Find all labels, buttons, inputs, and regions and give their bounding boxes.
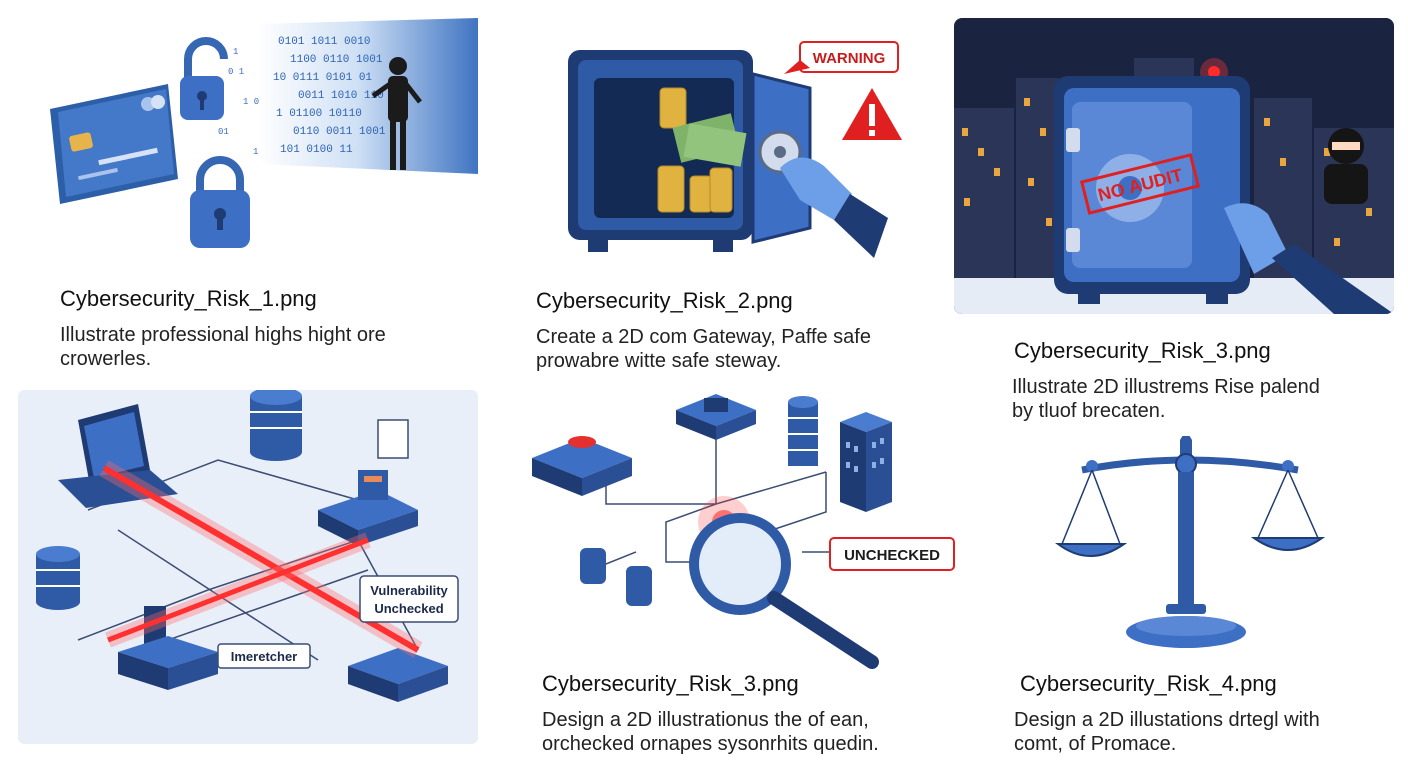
unchecked-label: UNCHECKED: [802, 537, 955, 571]
svg-text:0 1: 0 1: [228, 67, 244, 77]
card-3-description-line-1: Illustrate 2D illustrems Rise palend: [1012, 376, 1320, 398]
padlock-closed-icon: [190, 156, 250, 248]
card-2-filename: Cybersecurity_Risk_2.png: [536, 288, 793, 313]
warning-triangle-icon: [842, 88, 902, 140]
card-4-description-line-1: Design a 2D illustrationus the of ean,: [542, 709, 869, 731]
database-icon-2: [36, 546, 80, 610]
unchecked-label-text: UNCHECKED: [844, 547, 940, 564]
gloved-hand-icon-2: [1224, 203, 1394, 314]
illustration-risk-4: [1052, 436, 1328, 656]
vault-icon: [1054, 76, 1250, 304]
server-stack-icon: [118, 606, 218, 690]
svg-text:0011 1010 110: 0011 1010 110: [298, 90, 384, 102]
card-5-description: Design a 2D illustations drtegl with com…: [1014, 708, 1320, 756]
network-device-icon: [348, 648, 448, 702]
hacker-figure-icon: [371, 57, 422, 170]
illustration-network-laser: Vulnerability Unchecked Imeretcher: [18, 390, 478, 744]
card-1-description-line-2: crowerles.: [60, 348, 152, 370]
network-device-icon-2: [532, 436, 632, 496]
illustration-risk-1: 0101 1011 0010 1100 0110 1001 10 0111 01…: [28, 14, 480, 264]
database-icon: [250, 390, 302, 461]
card-4-description-line-2: orchecked ornapes sysonrhits quedin.: [542, 733, 879, 755]
vulnerability-label-line-1: Vulnerability: [370, 583, 448, 598]
svg-text:1100 0110 1001: 1100 0110 1001: [290, 54, 383, 66]
svg-text:1: 1: [233, 47, 238, 57]
vulnerability-label-line-2: Unchecked: [374, 601, 443, 616]
credit-card-icon: [50, 84, 178, 204]
svg-text:0110 0011 1001: 0110 0011 1001: [293, 126, 386, 138]
network-device-icon-3: [676, 394, 756, 440]
banknotes-icon: [672, 113, 747, 167]
svg-text:0101 1011 0010: 0101 1011 0010: [278, 36, 370, 48]
illustration-risk-2: WARNING: [548, 28, 918, 268]
card-3-description: Illustrate 2D illustrems Rise palend by …: [1012, 375, 1320, 423]
card-3-description-line-2: by tluof brecaten.: [1012, 400, 1166, 422]
magnifying-glass-icon: [689, 513, 879, 669]
card-2-description-line-1: Create a 2D com Gateway, Paffe safe: [536, 326, 871, 348]
network-node-icon: [318, 419, 418, 546]
svg-text:101 0100 11: 101 0100 11: [280, 144, 353, 156]
svg-text:1: 1: [253, 147, 258, 157]
card-5-description-line-2: comt, of Promace.: [1014, 733, 1177, 755]
database-icon-4: [580, 548, 652, 606]
card-5-filename: Cybersecurity_Risk_4.png: [1020, 671, 1277, 696]
imeretcher-label: Imeretcher: [217, 643, 311, 669]
coin-stacks-icon: [657, 87, 733, 213]
illustration-risk-3: NO AUDIT: [954, 18, 1394, 314]
gloved-hand-icon: [780, 157, 888, 258]
card-2-description: Create a 2D com Gateway, Paffe safe prow…: [536, 325, 871, 373]
card-5-description-line-1: Design a 2D illustations drtegl with: [1014, 709, 1320, 731]
balance-scale-icon: [1054, 436, 1326, 648]
laptop-icon: [58, 404, 178, 508]
warning-label-text: WARNING: [813, 50, 886, 67]
masked-thief-icon: [1324, 128, 1368, 204]
svg-text:10 0111 0101 01: 10 0111 0101 01: [273, 72, 372, 84]
warning-label: WARNING: [784, 41, 899, 74]
illustration-risk-3b: UNCHECKED: [526, 392, 966, 670]
card-4-filename: Cybersecurity_Risk_3.png: [542, 671, 799, 696]
imeretcher-label-text: Imeretcher: [231, 649, 297, 664]
card-4-description: Design a 2D illustrationus the of ean, o…: [542, 708, 879, 756]
svg-text:1 0: 1 0: [243, 97, 259, 107]
card-3-filename: Cybersecurity_Risk_3.png: [1014, 338, 1271, 363]
svg-text:1 01100 10110: 1 01100 10110: [276, 108, 362, 120]
card-1-filename: Cybersecurity_Risk_1.png: [60, 286, 317, 311]
server-building-icon: [840, 412, 892, 512]
card-2-description-line-2: prowabre witte safe steway.: [536, 350, 782, 372]
padlock-open-icon: [180, 37, 228, 120]
card-1-description: Illustrate professional highs hight ore …: [60, 323, 386, 371]
vulnerability-unchecked-label: Vulnerability Unchecked: [359, 575, 459, 623]
card-1-description-line-1: Illustrate professional highs hight ore: [60, 324, 386, 346]
svg-text:01: 01: [218, 127, 229, 137]
database-icon-3: [788, 396, 818, 466]
